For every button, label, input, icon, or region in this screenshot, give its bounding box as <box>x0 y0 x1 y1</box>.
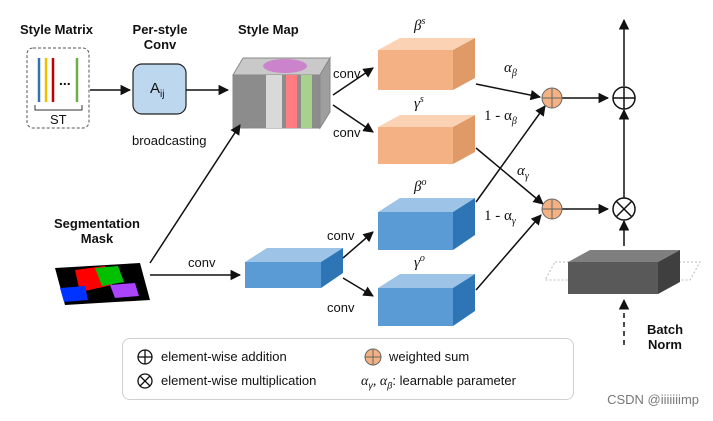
legend-addition: element-wise addition <box>161 349 287 364</box>
broadcasting-label: broadcasting <box>132 133 207 148</box>
conv-label-gamma-o: conv <box>327 300 355 315</box>
segmentation-mask-title: Segmentation Mask <box>42 216 152 246</box>
legend-multiplication: element-wise multiplication <box>161 373 317 388</box>
per-style-conv-line1: Per-style <box>132 22 188 37</box>
beta-s-sup: s <box>421 16 426 27</box>
conv-label-beta-s: conv <box>333 66 361 81</box>
beta-o-block <box>378 198 475 250</box>
weighted-sum-icon <box>541 198 563 220</box>
st-label: ST <box>50 112 67 127</box>
legend-learnable: αγ, αβ: learnable parameter <box>361 373 516 391</box>
one-minus-alpha-beta-label: 1 - αβ <box>484 108 517 127</box>
conv-label-seg: conv <box>188 255 216 270</box>
style-map-title: Style Map <box>238 22 299 37</box>
beta-o-sup: o <box>421 177 427 188</box>
gamma-s-label: γs <box>414 94 424 113</box>
batch-norm-title: Batch Norm <box>635 322 695 352</box>
batch-norm-block <box>544 250 701 294</box>
per-style-conv-box <box>132 63 187 115</box>
alpha-beta-sub: β <box>511 68 517 79</box>
legend-alpha1: α <box>361 374 369 389</box>
arrows <box>90 18 630 345</box>
per-style-conv-line2: Conv <box>143 37 177 52</box>
alpha-gamma-label: αγ <box>517 163 529 182</box>
watermark: CSDN @iiiiiiimp <box>607 392 699 407</box>
one-minus-alpha-beta-sub: β <box>511 116 517 127</box>
times-circle-icon <box>137 373 153 389</box>
style-matrix-dots: ... <box>59 72 71 88</box>
gamma-s-block <box>378 115 475 164</box>
beta-s-block <box>378 38 475 90</box>
one-minus-alpha-gamma-prefix: 1 - α <box>484 208 512 224</box>
style-matrix-box <box>26 47 90 129</box>
aij-sub: ij <box>160 89 165 100</box>
gamma-o-block <box>378 274 475 326</box>
beta-o-label: βo <box>414 177 426 196</box>
weighted-sum-icon <box>364 348 382 366</box>
weighted-sum-icon <box>541 87 563 109</box>
legend-alpha1-sub: γ <box>368 380 373 391</box>
beta-s-label: βs <box>414 16 425 35</box>
seg-mask-line2: Mask <box>80 231 114 246</box>
conv-label-gamma-s: conv <box>333 125 361 140</box>
one-minus-alpha-beta-prefix: 1 - α <box>484 108 512 124</box>
gamma-o-sup: o <box>419 253 425 264</box>
gamma-s-sup: s <box>419 94 424 105</box>
style-matrix-title: Style Matrix <box>20 22 93 37</box>
legend-weighted-sum: weighted sum <box>389 349 470 364</box>
plus-circle-icon <box>137 349 153 365</box>
legend-alpha2: , α <box>372 374 388 389</box>
gamma-o-label: γo <box>414 253 425 272</box>
beta-o-symbol: β <box>414 179 422 195</box>
one-minus-alpha-gamma-sub: γ <box>511 216 516 227</box>
conv-label-beta-o: conv <box>327 228 355 243</box>
gamma-s-symbol: γ <box>414 96 420 112</box>
legend-learnable-text: : learnable parameter <box>392 373 516 388</box>
batch-norm-line2: Norm <box>648 337 682 352</box>
one-minus-alpha-gamma-label: 1 - αγ <box>484 208 516 227</box>
legend-icons <box>137 348 382 389</box>
style-map-cube <box>232 56 331 130</box>
alpha-gamma-sub: γ <box>524 171 529 182</box>
legend: element-wise addition element-wise multi… <box>122 338 574 400</box>
beta-s-symbol: β <box>414 18 422 34</box>
seg-feature-block <box>245 248 343 288</box>
per-style-conv-title: Per-style Conv <box>128 22 192 52</box>
segmentation-mask-image <box>55 263 150 305</box>
times-circle-icon <box>612 197 636 221</box>
alpha-beta-symbol: α <box>504 60 512 76</box>
seg-mask-line1: Segmentation <box>54 216 140 231</box>
aij-label: Aij <box>150 80 164 100</box>
aij-main: A <box>150 80 161 97</box>
gamma-o-symbol: γ <box>414 255 420 271</box>
plus-circle-icon <box>612 86 636 110</box>
batch-norm-line1: Batch <box>646 322 684 337</box>
alpha-beta-label: αβ <box>504 60 517 79</box>
alpha-gamma-symbol: α <box>517 163 525 179</box>
legend-alpha2-sub: β <box>387 380 393 391</box>
